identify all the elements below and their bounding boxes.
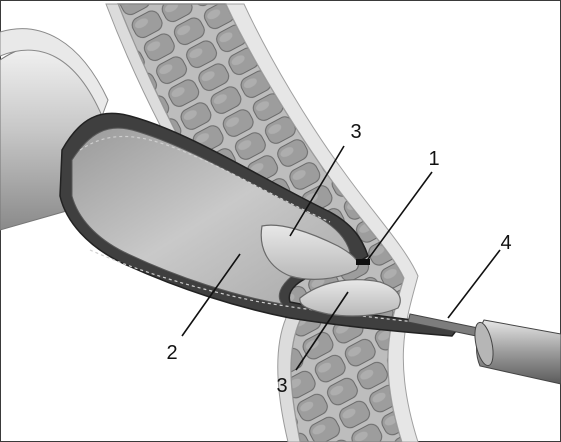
label-leaflet-lower: 3 — [273, 376, 291, 396]
label-leaflet-upper: 3 — [347, 122, 365, 142]
label-vein-lumen: 2 — [163, 343, 181, 363]
label-wall-point: 1 — [425, 149, 443, 169]
label-instrument: 4 — [497, 233, 515, 253]
